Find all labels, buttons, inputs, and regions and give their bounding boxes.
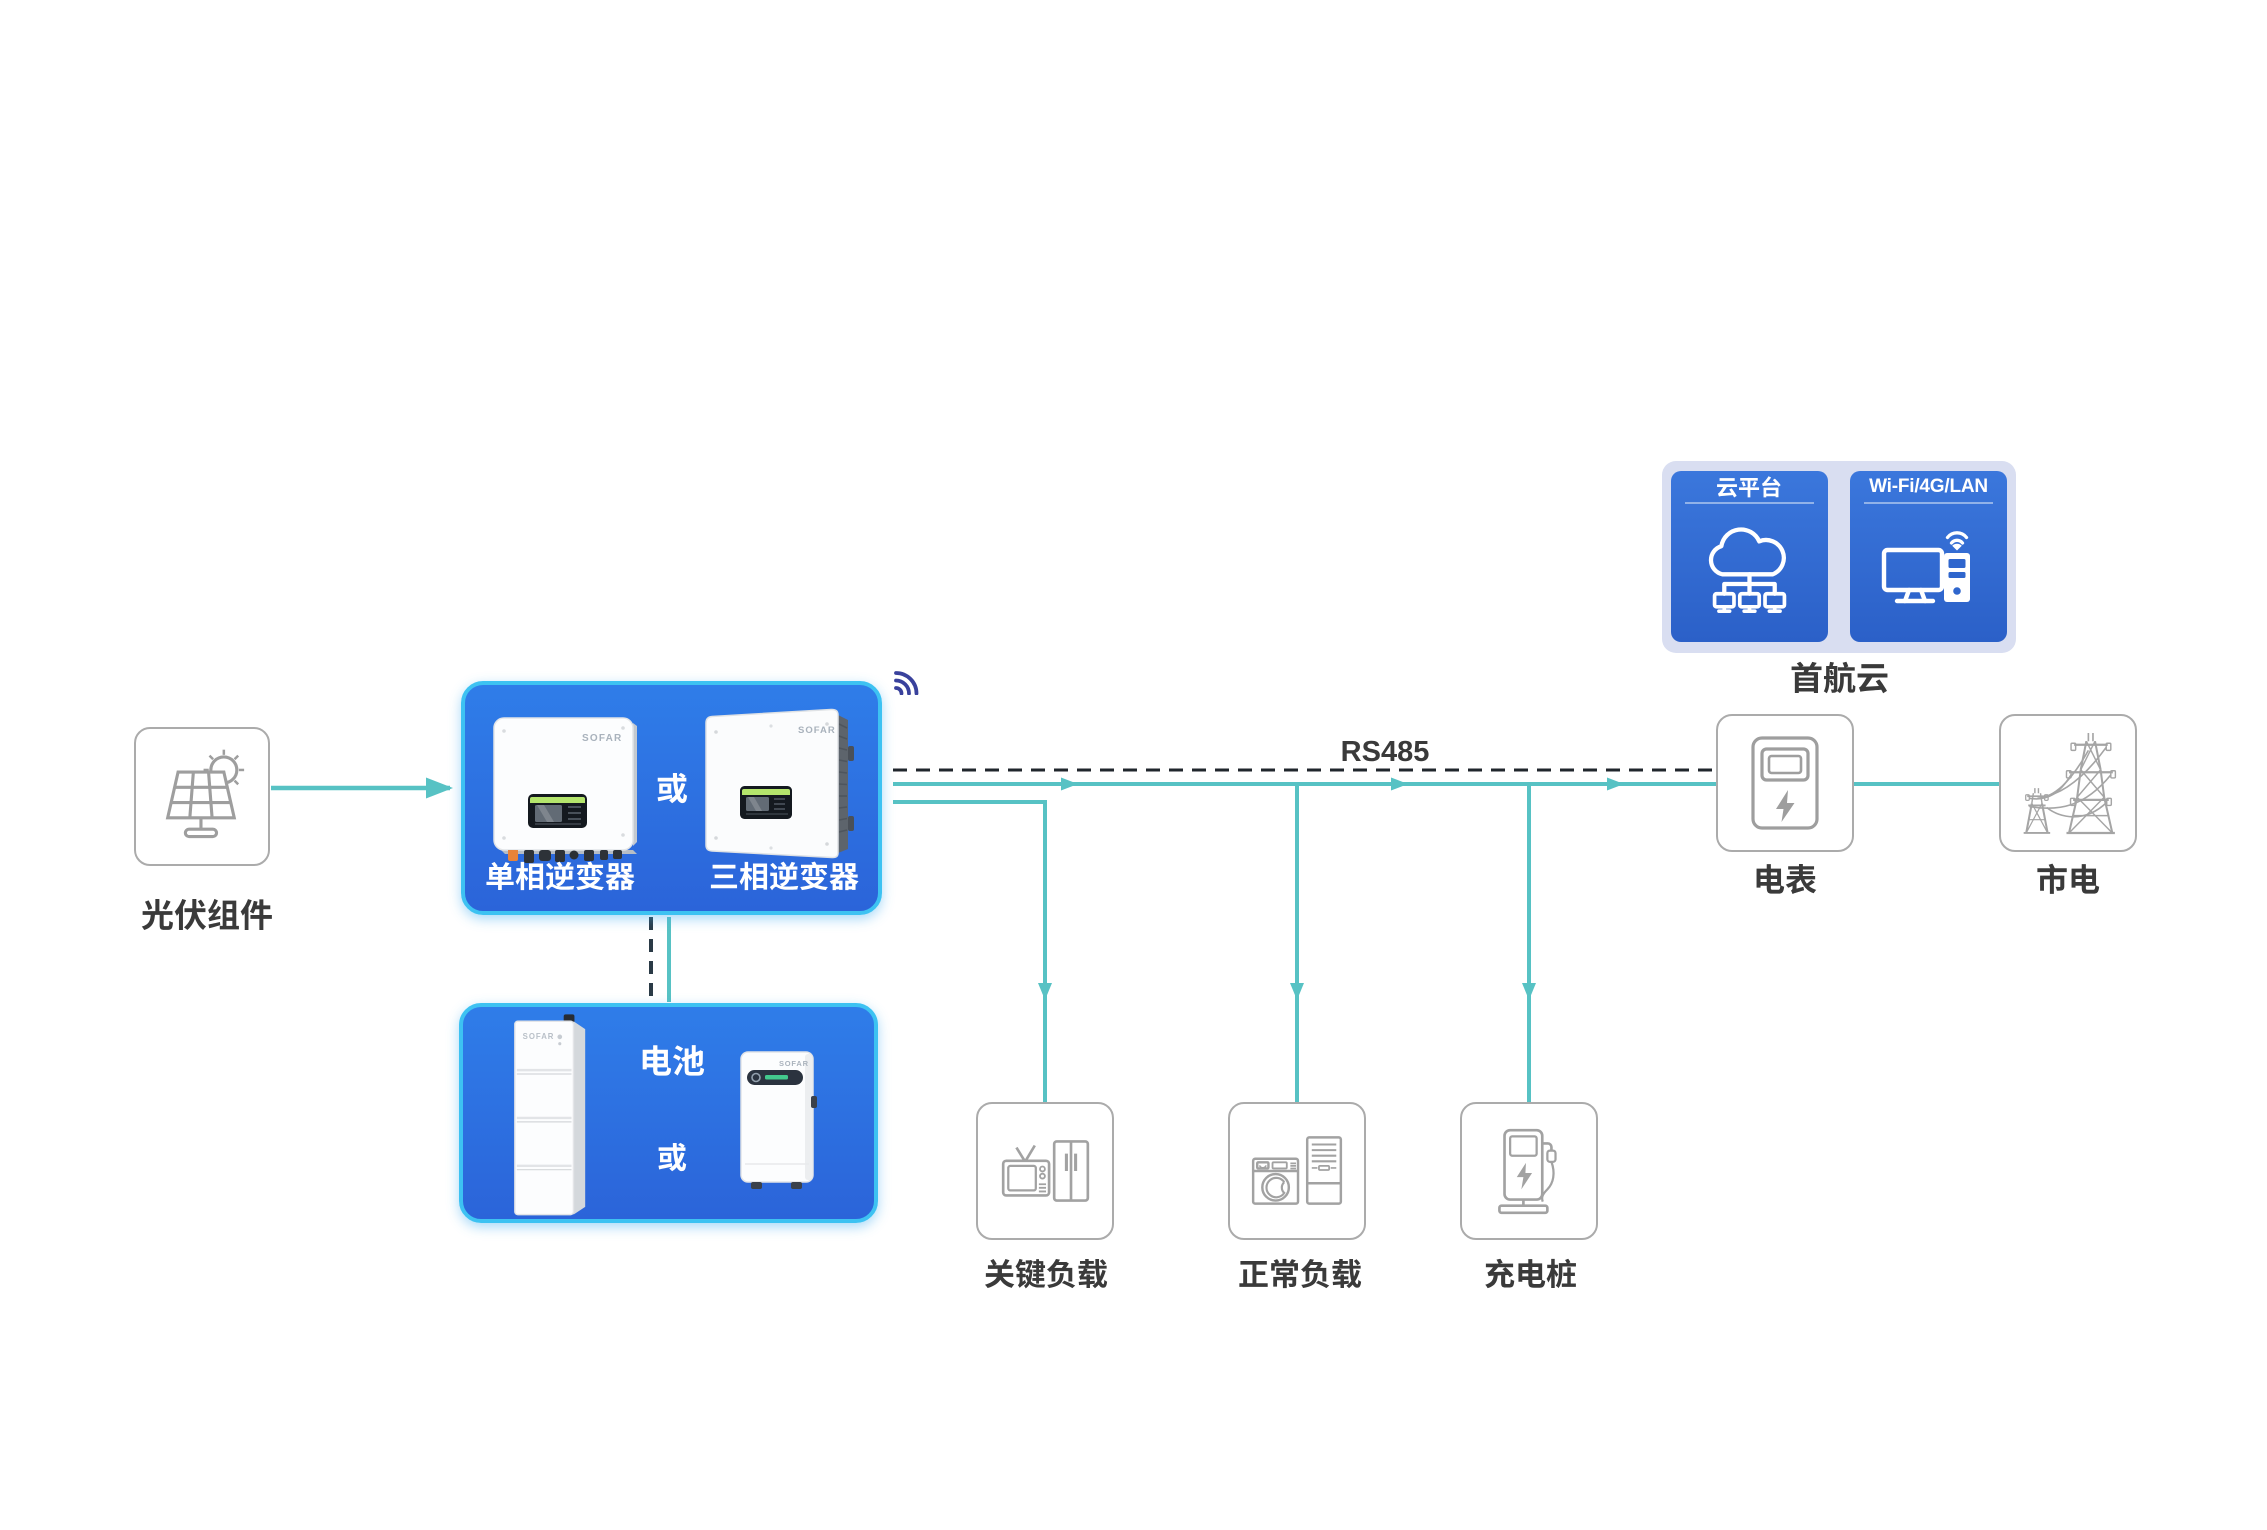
- inverter2-brand-text: SOFAR: [798, 725, 836, 736]
- arrow-bus-1: [1061, 777, 1078, 791]
- arrow-drop-1: [1038, 983, 1052, 1000]
- battery-tower-image: SOFAR: [514, 1014, 586, 1216]
- normal-load-node: [1228, 1102, 1366, 1240]
- wifi-title: Wi-Fi/4G/LAN: [1853, 475, 2004, 499]
- grid-node: [1999, 714, 2137, 852]
- battery-label: 电池: [622, 1043, 722, 1077]
- ev-charger-label: 充电桩: [1430, 1256, 1630, 1290]
- wifi-signal-icon: [894, 671, 919, 695]
- critical-load-label: 关键负载: [946, 1256, 1146, 1290]
- wire-branch-critical: [893, 800, 1047, 1102]
- battery-or-label: 或: [622, 1140, 722, 1174]
- arrow-pv-to-inverter: [426, 777, 453, 799]
- power-grid-icon: [2023, 733, 2117, 835]
- tv-fridge-icon: [1001, 1140, 1090, 1202]
- arrow-drop-3: [1522, 983, 1536, 1000]
- text-bus-label: RS485: [1340, 735, 1430, 768]
- single-phase-inverter-image: SOFAR: [493, 717, 637, 863]
- inverter1-brand-text: SOFAR: [582, 733, 622, 744]
- battery-wall-image: SOFAR: [740, 1051, 817, 1189]
- meter-node: [1716, 714, 1854, 852]
- critical-load-node: [976, 1102, 1114, 1240]
- rs485-label: RS485: [1285, 736, 1485, 768]
- cloud-platform-tile: [1671, 471, 1828, 642]
- washer-ac-icon: [1251, 1136, 1343, 1205]
- wifi-tile: [1850, 471, 2007, 642]
- solar-panel-icon: [165, 749, 245, 838]
- battery2-brand-text: SOFAR: [779, 1059, 809, 1068]
- wifi-tile-separator: [1864, 502, 1993, 504]
- cloud-group-label: 首航云: [1739, 660, 1939, 694]
- three-phase-inverter-label: 三相逆变器: [684, 859, 884, 893]
- single-phase-inverter-label: 单相逆变器: [460, 859, 660, 893]
- ev-charger-icon: [1498, 1128, 1557, 1215]
- pv-node: [134, 727, 270, 866]
- monitor-wifi-icon: [1881, 531, 1970, 604]
- text-wifi-tile-label: Wi-Fi/4G/LAN: [1869, 476, 1988, 497]
- arrow-bus-2: [1391, 777, 1408, 791]
- cloud-tile-separator: [1685, 502, 1814, 504]
- electric-meter-icon: [1751, 736, 1819, 830]
- pv-label: 光伏组件: [107, 897, 307, 931]
- cloud-network-icon: [1708, 527, 1787, 614]
- arrow-drop-2: [1290, 983, 1304, 1000]
- cloud-platform-title: 云平台: [1699, 474, 1799, 500]
- grid-label: 市电: [1968, 862, 2168, 896]
- three-phase-inverter-image: SOFAR: [705, 708, 854, 859]
- battery1-brand-text: SOFAR: [523, 1032, 555, 1041]
- ev-charger-node: [1460, 1102, 1598, 1240]
- inverter-or-label: 或: [622, 771, 722, 805]
- arrow-bus-3: [1607, 777, 1624, 791]
- meter-label: 电表: [1685, 862, 1885, 896]
- normal-load-label: 正常负载: [1200, 1256, 1400, 1290]
